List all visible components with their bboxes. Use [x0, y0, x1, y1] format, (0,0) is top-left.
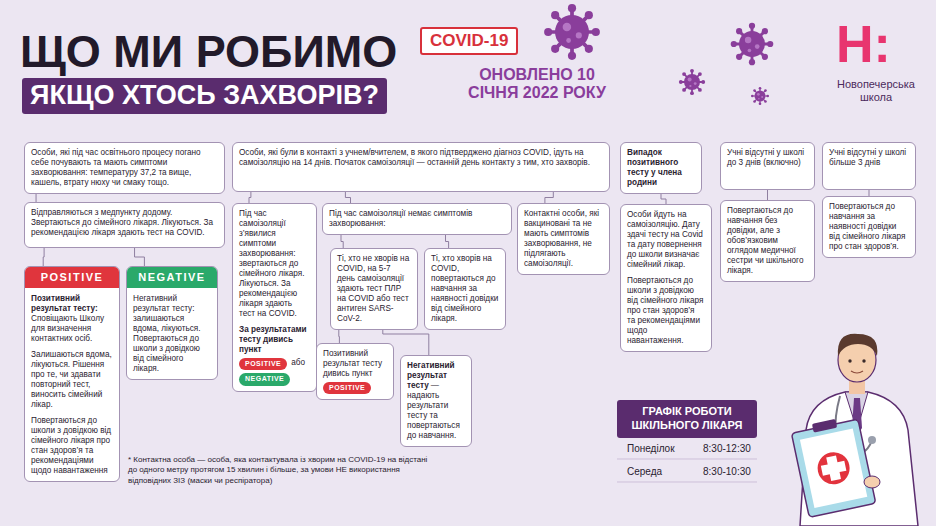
box-text: COVID-19 — [430, 30, 508, 52]
connector — [345, 192, 350, 203]
result-box: NEGATIVE Негативний результат тесту:залиш… — [126, 266, 218, 380]
box-text: Ті, хто не хворів на COVID, на 5-7 день … — [337, 254, 411, 324]
process-box: Повертаються до навчання за наявності до… — [822, 196, 916, 258]
process-box: Учні відсутні у школі більше 3 днів — [822, 142, 916, 190]
box-text: Повертаються до школи з довідкою від сім… — [627, 276, 705, 346]
virus-icon — [544, 4, 600, 60]
bold-text: Випадок позитивного тесту у члена родини — [627, 148, 695, 188]
bold-text: Негативний результат тесту — [407, 361, 455, 390]
box-text: Залишаються вдома, лікуються. Рішення пр… — [31, 350, 113, 410]
stethoscope-head — [868, 436, 876, 444]
process-box: Особи, які під час освітнього процесу по… — [24, 142, 225, 194]
process-box: Особи, які були в контакті з учнем/вчите… — [232, 142, 610, 192]
logo-mark: Н: — [836, 18, 891, 70]
virus-icon — [751, 87, 769, 105]
result-tab: NEGATIVE — [127, 267, 217, 288]
box-text: Під час самоізоляції немає симптомів зах… — [329, 209, 505, 229]
box-text: Контактні особи, які вакциновані та не м… — [524, 209, 603, 269]
result-pill: NEGATIVE — [239, 373, 290, 385]
connector — [661, 194, 666, 204]
box-text: Особи, які під час освітнього процесу по… — [31, 148, 218, 188]
connector — [545, 192, 553, 203]
table-cell: Середа — [627, 466, 662, 477]
process-box: Випадок позитивного тесту у члена родини — [620, 142, 702, 194]
connector — [135, 248, 145, 266]
doctor-hand — [864, 476, 880, 488]
box-text: Особи йдуть на самоізоляцію. Дату здачі … — [627, 210, 705, 270]
connector — [341, 235, 343, 248]
process-box: Під час самоізоляції немає симптомів зах… — [322, 203, 512, 235]
update-date: ОНОВЛЕНО 10 СІЧНЯ 2022 РОКУ — [452, 66, 622, 103]
process-box: Ті, хто не хворів на COVID, на 5-7 день … — [330, 248, 418, 330]
doctor-hair — [838, 334, 878, 356]
box-text: Особи, які були в контакті з учнем/вчите… — [239, 148, 603, 168]
process-box: Повертаються до навчання без довідки, ал… — [720, 200, 815, 282]
footnote: * Контактна особа — особа, яка контактув… — [128, 455, 433, 486]
box-text: залишаються вдома, лікуються. Повертають… — [133, 314, 211, 374]
doctor-mouth — [851, 371, 863, 373]
result-box: POSITIVE Позитивний результат тесту:Спові… — [24, 266, 120, 482]
table-cell: 8:30-12:30 — [703, 443, 751, 454]
table-rule — [617, 482, 757, 483]
box-text: Відправляються з медпункту додому. Зверт… — [31, 208, 218, 238]
box-text: Ті, хто хворів на COVID, повертаються до… — [431, 254, 499, 324]
heading: ЩО МИ РОБИМО — [20, 27, 397, 77]
school-name: Новопечерська школа — [830, 78, 922, 104]
connector — [249, 192, 251, 203]
bold-text: За результатами тесту дивись пункт — [239, 325, 310, 355]
box-text: або — [291, 358, 305, 367]
connector — [43, 248, 45, 266]
virus-icon — [679, 69, 705, 95]
tag-box: COVID-19 — [420, 27, 518, 55]
connector — [338, 330, 340, 343]
box-text: Повертаються до навчання за наявності до… — [829, 202, 909, 252]
box-text: Учні відсутні у школі більше 3 днів — [829, 148, 909, 168]
process-box: Контактні особи, які вакциновані та не м… — [517, 203, 610, 275]
process-box: Під час самоізоляції з’явилися симптоми … — [232, 203, 317, 392]
box-text: ГРАФІК РОБОТИ ШКІЛЬНОГО ЛІКАРЯ — [623, 405, 751, 433]
connector — [767, 190, 768, 200]
box-text: ЯКЩО ХТОСЬ ЗАХВОРІВ? — [30, 79, 379, 111]
clipboard — [790, 414, 875, 517]
connector — [36, 194, 37, 202]
connector — [446, 235, 449, 248]
process-box: Негативний результат тесту— надають резу… — [400, 355, 472, 447]
result-tab: POSITIVE — [25, 267, 119, 288]
box-text: Учні відсутні у школі до 3 днів (включно… — [727, 148, 808, 168]
virus-icon — [731, 23, 774, 66]
box-text: Під час самоізоляції з’явилися симптоми … — [239, 209, 310, 319]
table-cell: Понеділок — [627, 443, 675, 454]
table-cell: 8:30-10:30 — [703, 466, 751, 477]
result-pill: POSITIVE — [239, 358, 287, 370]
doctor-eye — [862, 359, 865, 362]
bold-text: Позитивний результат тесту: — [31, 294, 113, 314]
result-pill: POSITIVE — [323, 382, 371, 394]
process-box: Особи йдуть на самоізоляцію. Дату здачі … — [620, 204, 712, 352]
process-box: Учні відсутні у школі до 3 днів (включно… — [720, 142, 815, 190]
doctor-figure — [790, 334, 918, 526]
process-box: Відправляються з медпункту додому. Зверт… — [24, 202, 225, 248]
box-text: Сповіщають Школу для визначення контактн… — [31, 314, 113, 344]
process-box: Позитивний результат тесту дивись пунктP… — [316, 343, 394, 400]
box-text: Негативний результат тесту: — [133, 294, 211, 314]
box-text: Повертаються до навчання без довідки, ал… — [727, 206, 808, 276]
title-band: ЯКЩО ХТОСЬ ЗАХВОРІВ? — [22, 78, 387, 114]
schedule-band: ГРАФІК РОБОТИ ШКІЛЬНОГО ЛІКАРЯ — [617, 400, 757, 438]
box-text: Повертаються до школи з довідкою від сім… — [31, 416, 113, 476]
table-rule — [617, 459, 757, 460]
box-text: Позитивний результат тесту дивись пункт — [323, 349, 387, 379]
process-box: Ті, хто хворів на COVID, повертаються до… — [424, 248, 506, 330]
doctor-eye — [848, 359, 851, 362]
